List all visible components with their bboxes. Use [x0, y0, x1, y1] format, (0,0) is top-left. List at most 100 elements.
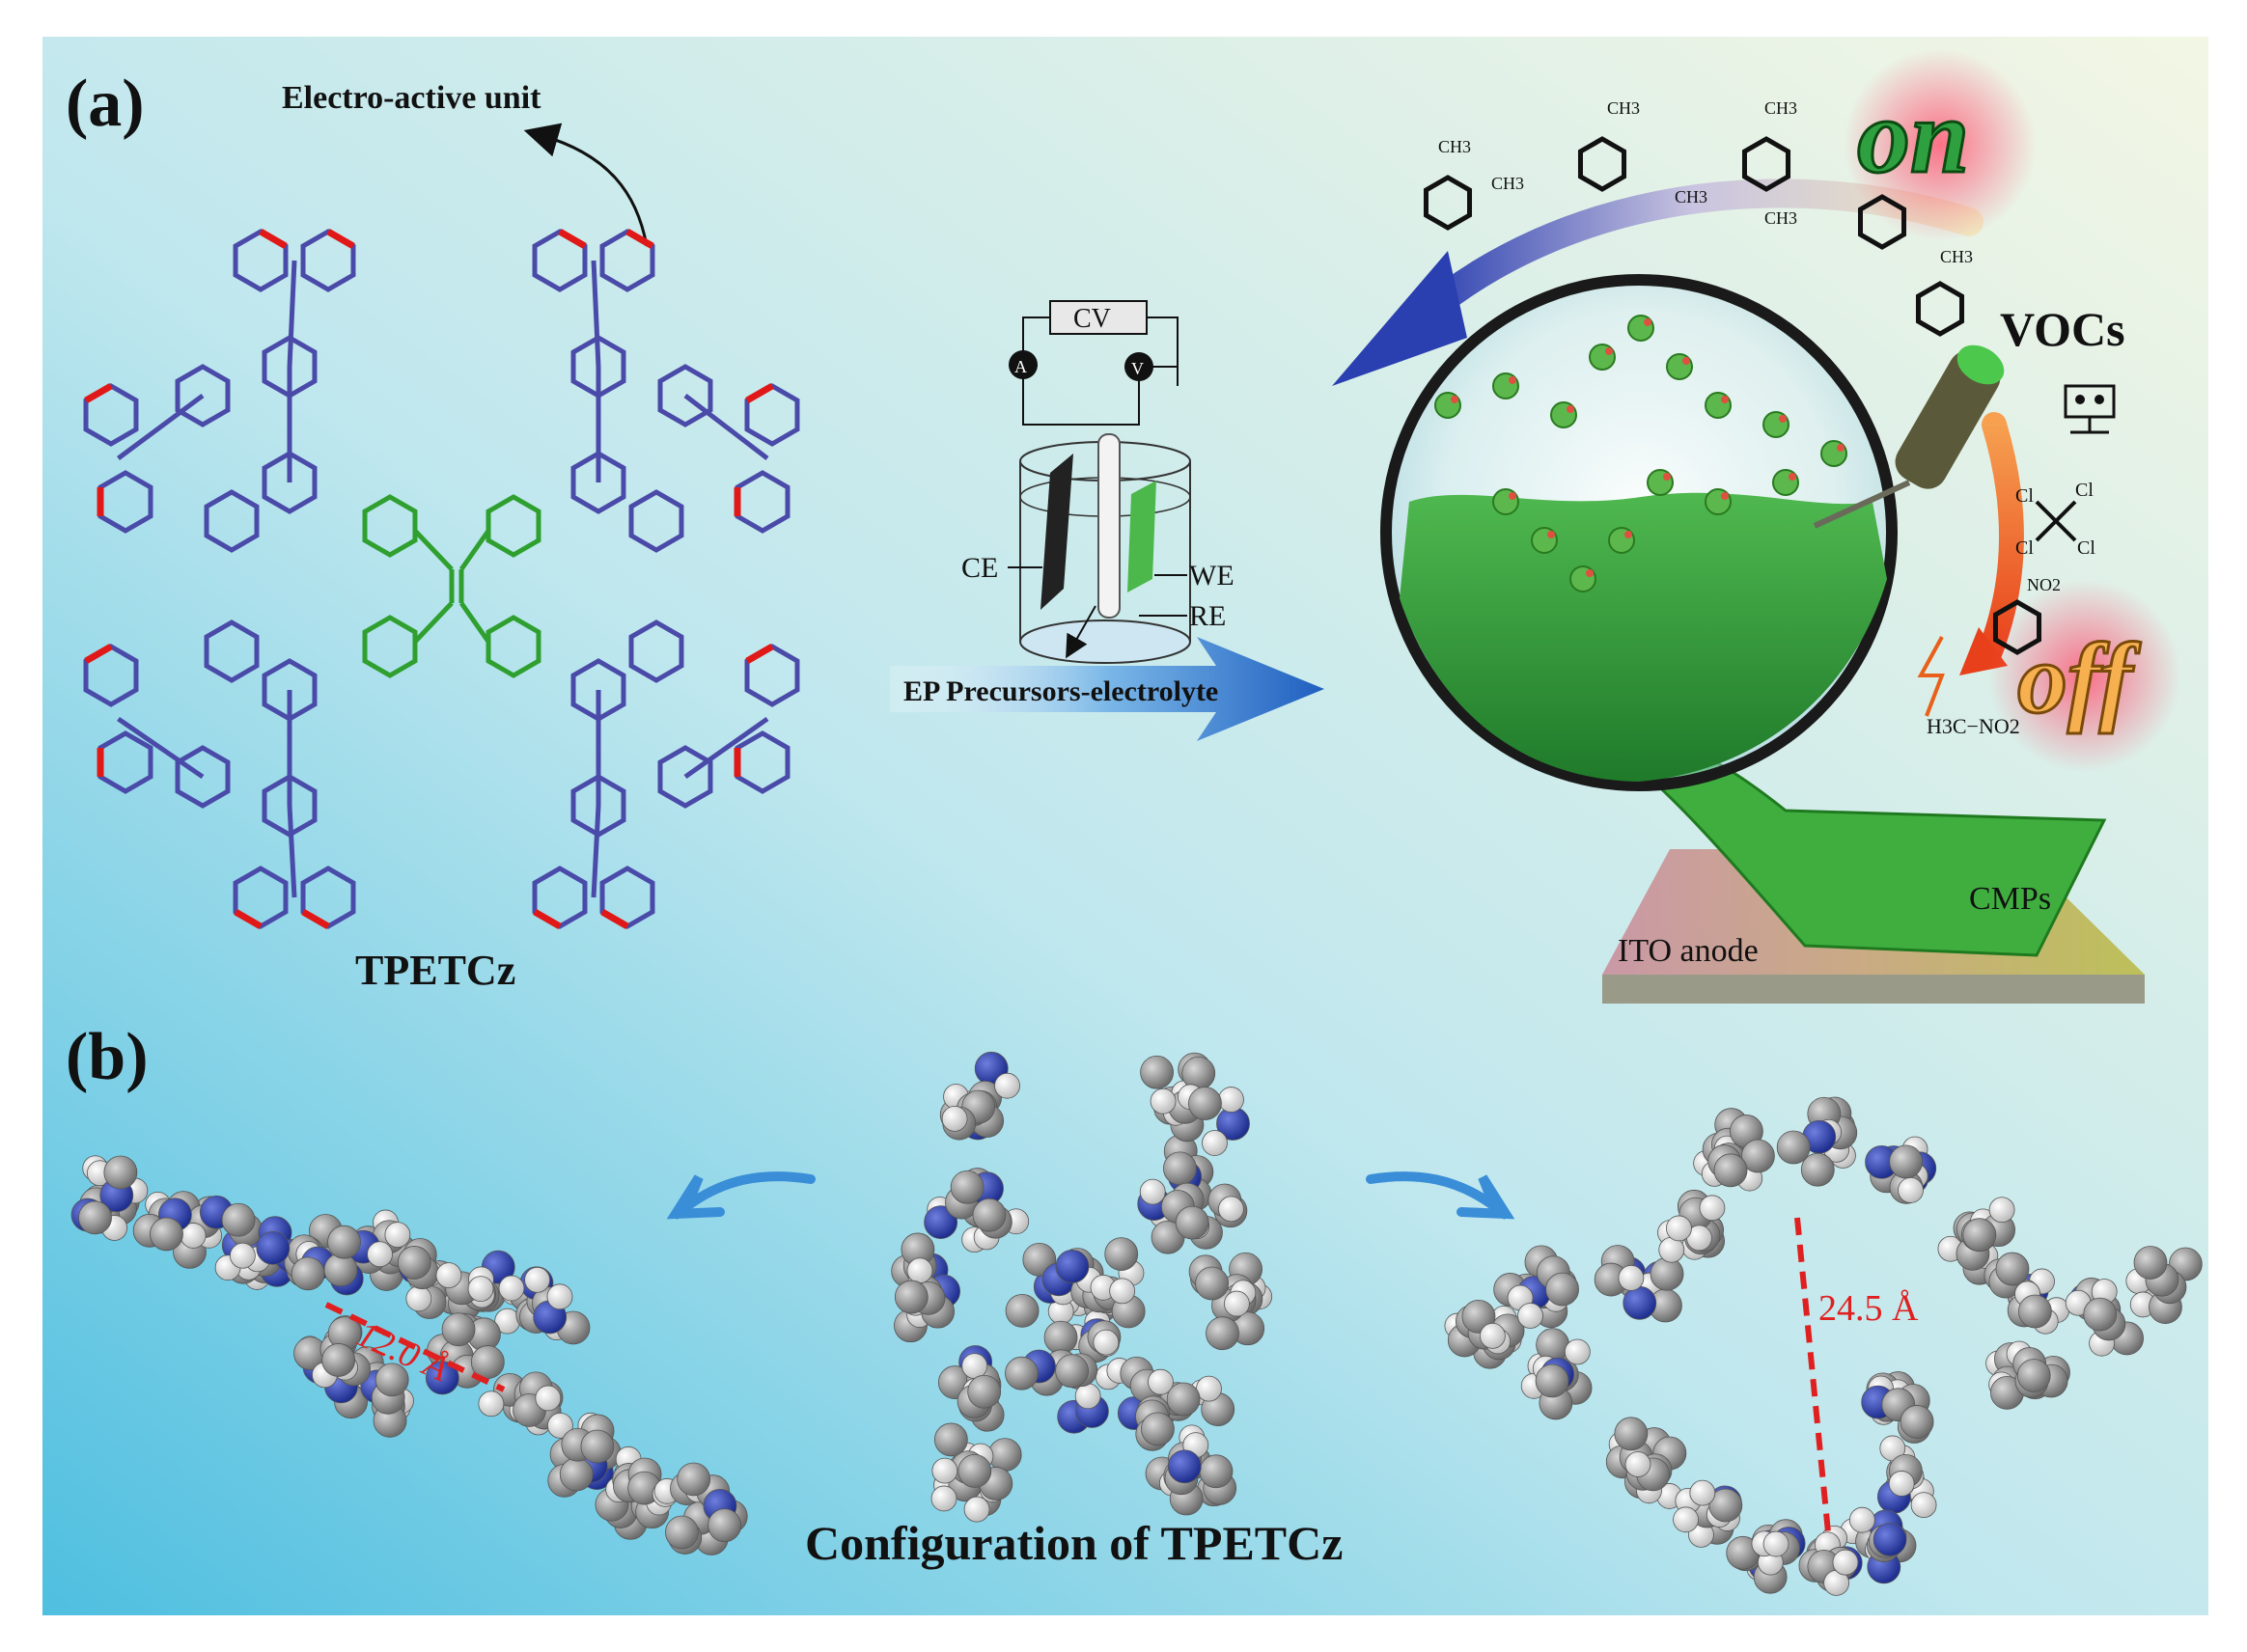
tpe-phenyl-3 [362, 615, 418, 678]
electrochemical-cell: CV A V CE WE RE [961, 300, 1234, 664]
carbazole-4-side-1-active-bond [745, 643, 774, 665]
left-cluster-9-atom-14 [441, 1312, 476, 1347]
right-cluster-19-atom-12 [1623, 1285, 1657, 1320]
chain-active-site-14 [1586, 569, 1594, 577]
magnifier-handle-shaft [1813, 480, 1911, 529]
carbazole-1-terminal-1-active-bond [259, 228, 288, 250]
carbazole-1-terminal-2-active-bond [326, 228, 355, 250]
left-cluster-7-atom-14 [467, 1276, 494, 1303]
ccl4-cl-4: Cl [2077, 537, 2095, 559]
right-cluster-11-atom-12 [1872, 1522, 1907, 1556]
carbazole-3-bond-2 [287, 805, 297, 898]
right-cluster-1-atom-13 [1713, 1153, 1748, 1188]
space-fill-model-right [1444, 1096, 2203, 1596]
carbazole-1-inner-1 [262, 451, 318, 514]
center-cluster-9-atom-10 [1074, 1383, 1101, 1410]
tpe-link-4 [458, 601, 491, 644]
right-cluster-19-atom-10 [1650, 1256, 1684, 1291]
right-cluster-7-atom-13 [2133, 1246, 2168, 1280]
left-cluster-3-atom-14 [229, 1242, 256, 1269]
carbazole-3-inner-2 [204, 620, 260, 683]
electro-active-annotation: Electro-active unit [282, 80, 541, 116]
left-cluster-6-atom-11 [405, 1285, 432, 1312]
reference-electrode [1097, 433, 1121, 619]
center-cluster-10-atom-16 [967, 1374, 1002, 1409]
left-cluster-15-atom-12 [677, 1462, 711, 1497]
left-cluster-5-atom-14 [327, 1225, 361, 1259]
magnifier-handle-cap [1956, 344, 2005, 385]
right-cluster-9-atom-13 [1900, 1405, 1934, 1439]
carbazole-2-bond-2 [591, 260, 601, 368]
center-cluster-7-atom-11 [1104, 1237, 1139, 1272]
center-cluster-3-atom-13 [1150, 1088, 1177, 1115]
chain-active-site-10 [1789, 473, 1796, 481]
center-cluster-12-atom-13 [933, 1422, 968, 1457]
center-cluster-12-atom-12 [931, 1457, 958, 1484]
right-cluster-14-atom-12 [1689, 1479, 1716, 1506]
center-cluster-4-atom-7 [1163, 1151, 1197, 1186]
ch3-label-2: CH3 [1491, 174, 1524, 193]
left-cluster-8-atom-13 [546, 1283, 573, 1310]
chain-active-site-4 [1605, 347, 1613, 355]
ce-label: CE [961, 552, 998, 584]
center-cluster-13-atom-11 [1199, 1454, 1234, 1489]
process-arrow [890, 637, 1324, 741]
center-cluster-9-atom-12 [1093, 1329, 1120, 1356]
right-cluster-14-atom-11 [1708, 1488, 1743, 1523]
center-cluster-6-atom-12 [1043, 1320, 1078, 1355]
center-cluster-8-atom-15 [1206, 1316, 1239, 1351]
carbazole-2-mid-2 [657, 364, 713, 427]
center-cluster-4-atom-13 [1139, 1178, 1166, 1205]
chain-active-site-15 [1547, 531, 1555, 538]
carbazole-4-mid-2 [657, 745, 713, 809]
left-cluster-1-atom-14 [78, 1200, 112, 1235]
chain-active-site-5 [1644, 318, 1651, 326]
right-cluster-20-atom-13 [1699, 1195, 1726, 1222]
center-cluster-12-atom-14 [930, 1485, 957, 1512]
sensor-illustration: CMPs ITO anode on off VOCs CH3 CH3 CH3 [1332, 48, 2181, 1004]
center-cluster-1-atom-16 [941, 1105, 968, 1132]
left-cluster-4-atom-14 [256, 1230, 291, 1265]
voc-molecules [1423, 136, 2042, 655]
left-cluster-6-atom-14 [397, 1246, 431, 1280]
right-cluster-5-atom-13 [2017, 1294, 2052, 1329]
magnifier-handle [1895, 350, 2001, 489]
left-cluster-7-atom-11 [435, 1262, 462, 1289]
carbazole-4-terminal-1-active-bond [533, 908, 562, 930]
left-cluster-11-atom-14 [321, 1343, 356, 1377]
chain-active-site-6 [1682, 357, 1690, 365]
center-cluster-13-atom-16 [1167, 1449, 1202, 1484]
chain-active-site-11 [1721, 492, 1729, 500]
counter-electrode [1040, 454, 1073, 610]
carbazole-2-terminal-1-active-bond [558, 228, 587, 250]
right-cluster-18-atom-13 [1517, 1303, 1543, 1329]
voc-arc-arrowhead [1332, 251, 1467, 386]
ito-substrate-edge [1602, 975, 2145, 1004]
on-label: on [1857, 77, 1969, 195]
right-cluster-16-atom-5 [1536, 1328, 1570, 1363]
left-cluster-15-atom-14 [707, 1508, 742, 1543]
nitromethane-label: H3C−NO2 [1927, 714, 2020, 738]
ccl4-cl-3: Cl [2015, 537, 2034, 559]
chain-active-site-12 [1663, 473, 1671, 481]
carbazole-1-bond-2 [287, 260, 297, 368]
center-cluster-2-atom-9 [924, 1205, 958, 1240]
right-cluster-10-atom-13 [1888, 1471, 1915, 1497]
carbazole-1-side-1-active-bond [84, 382, 113, 404]
carbazole-4-terminal-2-active-bond [600, 908, 629, 930]
ccl4-cl-2: Cl [2075, 480, 2094, 501]
cmp-label: CMPs [1969, 881, 2051, 917]
voltmeter-label: V [1131, 359, 1144, 378]
panel-b-label: (b) [66, 1020, 149, 1094]
left-cluster-8-atom-14 [524, 1266, 550, 1293]
left-cluster-8-atom-9 [498, 1275, 525, 1302]
tpe-phenyl-4 [485, 615, 541, 678]
center-cluster-4-atom-16 [1175, 1205, 1209, 1240]
left-distance-line [324, 1302, 506, 1392]
space-fill-model-center [891, 1051, 1273, 1523]
panel-b-caption: Configuration of TPETCz [805, 1516, 1343, 1570]
carbazole-4-inner-2 [628, 620, 684, 683]
center-cluster-3-atom-10 [1202, 1130, 1228, 1156]
monitor-icon [2064, 384, 2116, 434]
